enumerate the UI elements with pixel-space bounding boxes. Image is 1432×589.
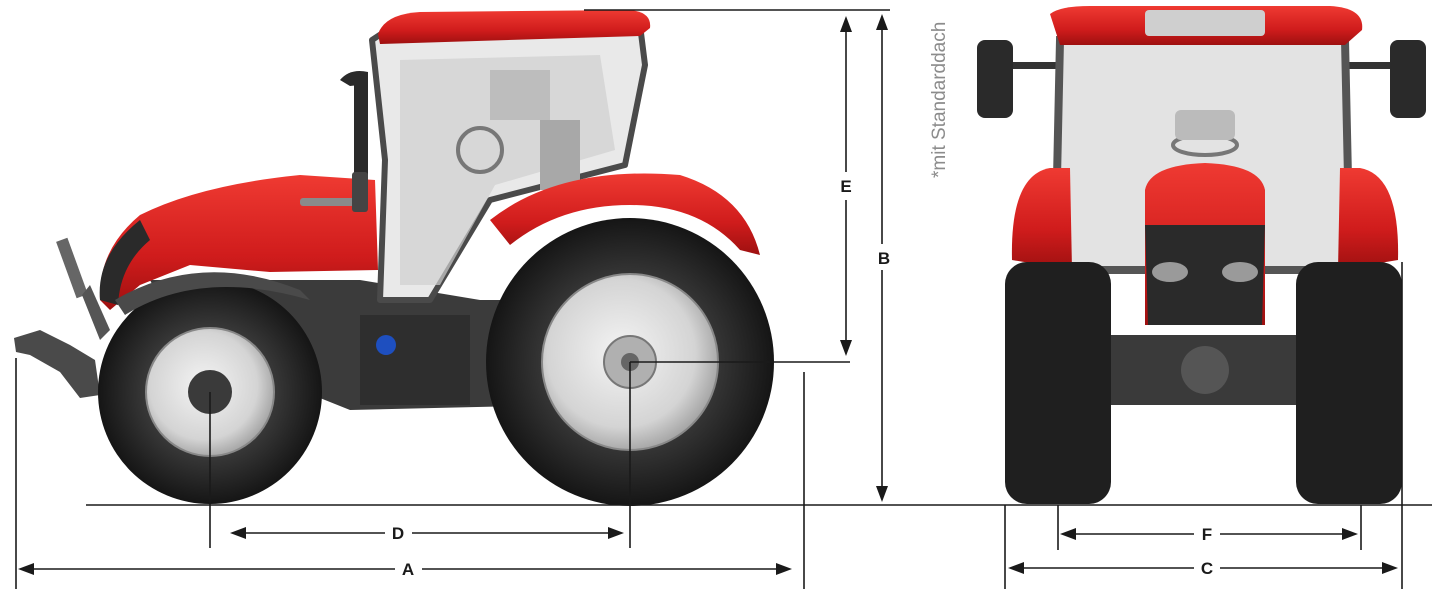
cab-roof [378,10,651,44]
label-b: B [878,249,890,268]
side-mirror [352,172,368,212]
exhaust-pipe [340,71,368,200]
dimension-c: C [1004,262,1403,589]
dimension-d: D [209,362,631,548]
dimension-f: F [1057,505,1362,550]
label-e: E [840,177,851,196]
fuel-cap [376,335,396,355]
bonnet [99,175,378,310]
dimension-a: A [15,358,805,589]
left-mirror [977,40,1013,118]
label-a: A [402,560,414,579]
label-f: F [1202,525,1212,544]
bonnet-badge [300,198,360,206]
fuel-tank [360,315,470,405]
front-hitch [14,237,110,398]
label-d: D [392,524,404,543]
rear-mudguard [490,173,760,255]
front-mudguard [115,272,310,315]
cab [369,22,648,303]
front-right-tyre [1296,262,1402,504]
dimension-b: B [876,14,890,502]
right-mirror [1390,40,1426,118]
tractor-front-view [977,6,1426,504]
tractor-side-view [14,10,774,506]
front-right-fender [1338,168,1399,270]
label-c: C [1201,559,1213,578]
front-left-tyre [1005,262,1111,504]
front-left-fender [1011,168,1072,270]
standard-roof-note: *mit Standarddach [929,22,950,178]
front-grille [99,220,150,305]
dimension-e: E [584,9,890,363]
